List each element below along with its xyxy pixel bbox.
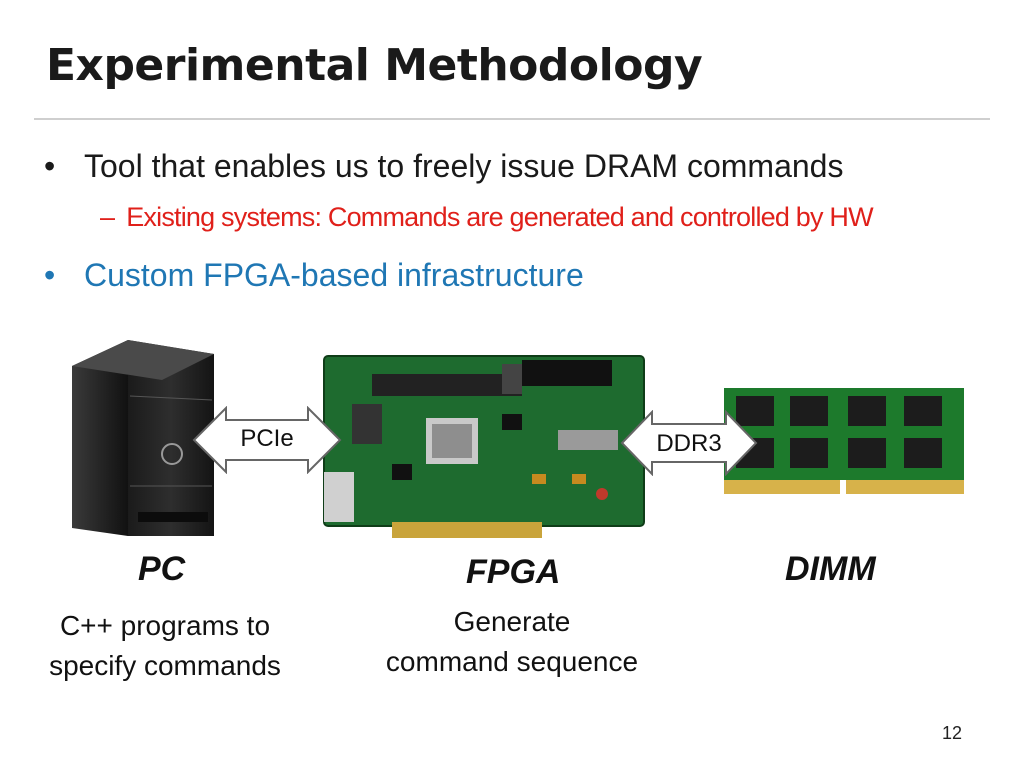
fpga-desc-line-1: Generate [453, 606, 571, 637]
bullet-2-text: Custom FPGA-based infrastructure [84, 257, 584, 293]
pc-desc-line-1: C++ programs to [59, 610, 271, 641]
fpga-label: FPGA [466, 553, 561, 591]
fpga-board-image [323, 355, 645, 538]
dimm-image [724, 388, 964, 494]
bullet-1-text: Tool that enables us to freely issue DRA… [84, 148, 844, 184]
pcie-double-arrow: PCIe [192, 406, 342, 474]
pc-tower-image [72, 340, 214, 536]
slide-title: Experimental Methodology [46, 40, 703, 91]
fpga-description: Generate command sequence [362, 602, 662, 682]
title-divider [34, 118, 990, 120]
pc-label: PC [138, 550, 186, 588]
fpga-desc-line-2: command sequence [385, 646, 639, 677]
page-number: 12 [941, 723, 962, 743]
bullet-marker: • [44, 257, 56, 293]
sub-bullet-marker: – [100, 202, 115, 232]
ddr3-label: DDR3 [656, 430, 721, 457]
pc-desc-line-2: specify commands [49, 650, 281, 681]
ddr3-double-arrow: DDR3 [620, 410, 758, 476]
sub-bullet-text: Existing systems: Commands are generated… [126, 202, 873, 232]
dimm-label: DIMM [785, 550, 876, 588]
pc-description: C++ programs to specify commands [30, 606, 300, 686]
pcie-label: PCIe [240, 425, 293, 452]
bullet-marker: • [44, 148, 56, 184]
sub-bullet: –Existing systems: Commands are generate… [100, 202, 874, 233]
